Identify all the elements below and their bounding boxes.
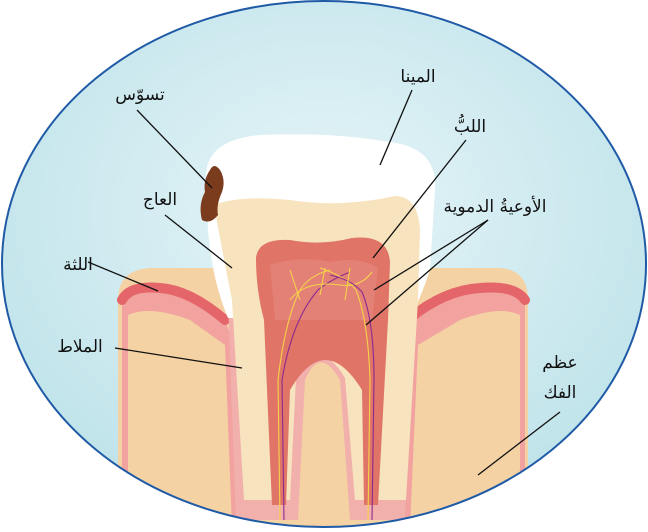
label-jaw-bone-line2: الفك	[544, 383, 577, 403]
label-jaw-bone-line1: عظم	[542, 353, 577, 373]
label-pulp: اللبُّ	[454, 114, 486, 137]
label-caries: تسوّس	[115, 85, 165, 105]
label-enamel: المينا	[400, 67, 435, 87]
label-blood-vessels: الأوعيةُ الدموية	[444, 196, 547, 217]
label-gum: اللثة	[63, 255, 93, 275]
label-cementum: الملاط	[57, 337, 103, 357]
jaw-bone-inner-left	[128, 311, 232, 528]
label-dentin: العاج	[143, 190, 177, 210]
jaw-bone-inner-right	[410, 311, 520, 528]
